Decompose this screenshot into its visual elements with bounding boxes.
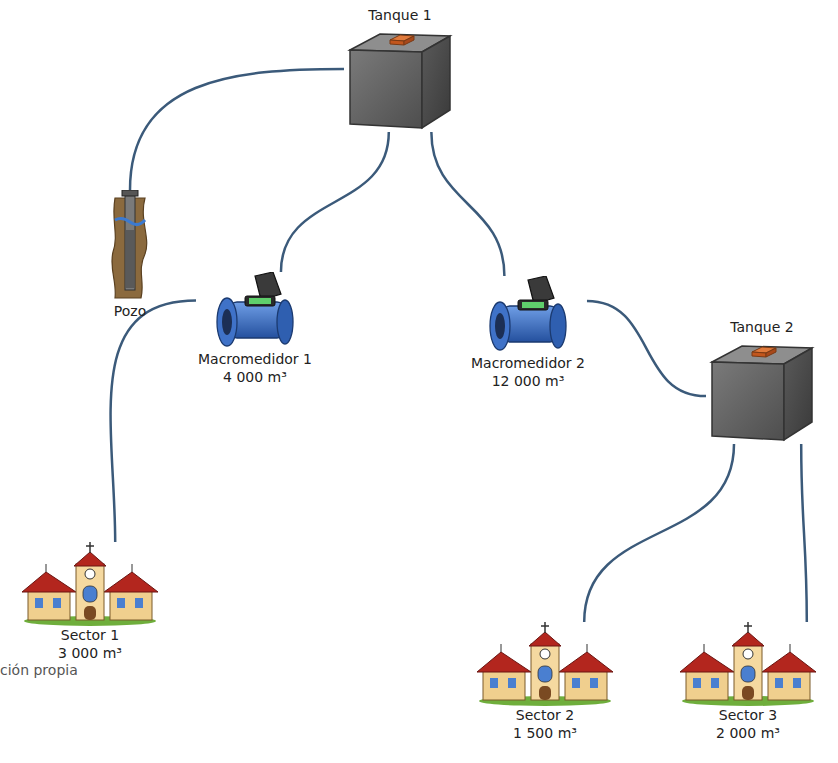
pipe-line <box>801 444 807 622</box>
tank-node: Tanque 2 <box>706 318 818 444</box>
volume-value: 12 000 m³ <box>490 372 567 390</box>
church-icon <box>475 622 615 706</box>
tank-icon <box>344 24 456 132</box>
pipe-line <box>111 301 196 543</box>
pipe-line <box>281 132 389 272</box>
well-node: Pozo <box>105 190 155 320</box>
node-name: Sector 2 <box>514 706 576 724</box>
volume-value: 2 000 m³ <box>714 724 782 742</box>
pipe-line <box>584 444 734 622</box>
node-name: Tanque 1 <box>366 6 433 24</box>
volume-value: 1 500 m³ <box>511 724 579 742</box>
sector-node: Sector 32 000 m³ <box>678 622 818 742</box>
meter-icon <box>484 276 572 354</box>
tank-node: Tanque 1 <box>344 6 456 132</box>
node-name: Macromedidor 1 <box>196 350 314 368</box>
pipe-line <box>130 69 344 190</box>
volume-value: 4 000 m³ <box>221 368 289 386</box>
well-icon <box>105 190 155 302</box>
node-name: Sector 1 <box>59 626 121 644</box>
pipe-line <box>431 132 504 276</box>
node-name: Tanque 2 <box>728 318 795 336</box>
node-name: Macromedidor 2 <box>469 354 587 372</box>
pipe-line <box>587 301 706 396</box>
church-icon <box>678 622 818 706</box>
node-name: Sector 3 <box>717 706 779 724</box>
sector-node: Sector 13 000 m³ <box>20 542 160 662</box>
volume-value: 3 000 m³ <box>56 644 124 662</box>
caption-fragment: ción propia <box>0 662 78 678</box>
tank-icon <box>706 336 818 444</box>
meter-icon <box>211 272 299 350</box>
meter-node: Macromedidor 14 000 m³ <box>196 272 314 386</box>
sector-node: Sector 21 500 m³ <box>475 622 615 742</box>
church-icon <box>20 542 160 626</box>
node-name: Pozo <box>112 302 148 320</box>
meter-node: Macromedidor 212 000 m³ <box>469 276 587 390</box>
